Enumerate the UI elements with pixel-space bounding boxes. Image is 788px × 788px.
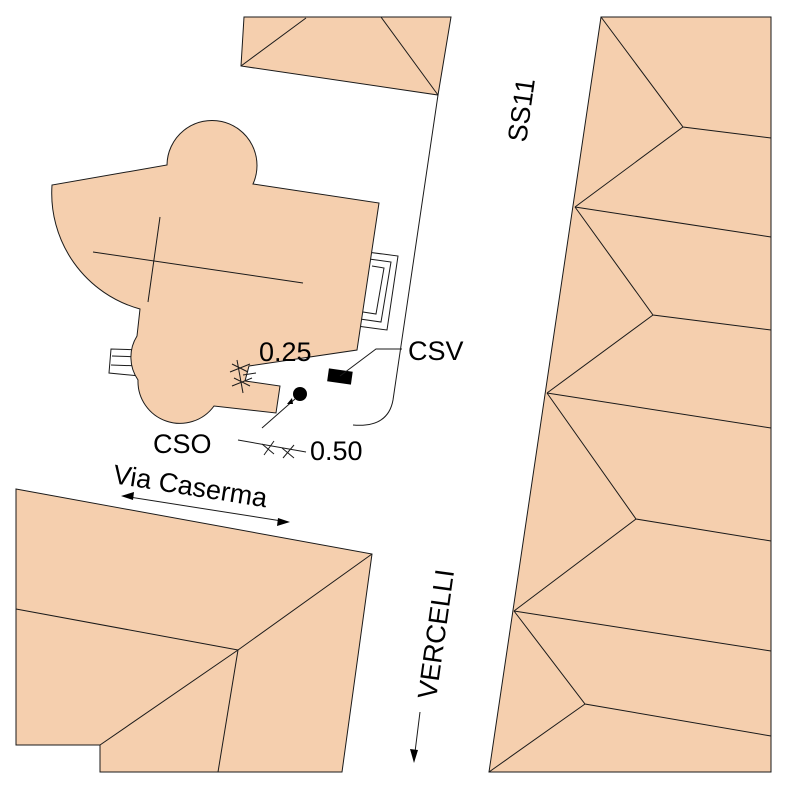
distance-label-025: 0.25 — [259, 337, 312, 367]
building-right-row — [488, 16, 772, 773]
road-label-ss11: SS11 — [502, 76, 541, 144]
cso-marker[interactable] — [261, 387, 307, 429]
road-label-vercelli: VERCELLI — [412, 567, 460, 700]
distance-indicator-050 — [237, 439, 307, 459]
via-caserma-arrow — [121, 492, 290, 526]
marker-label-cso: CSO — [153, 429, 212, 459]
building-top-center — [240, 16, 452, 96]
vercelli-arrow — [410, 711, 421, 763]
building-bottom-left — [15, 488, 373, 773]
street-label-via-caserma: Via Caserma — [111, 459, 270, 513]
church-building — [51, 119, 399, 424]
csv-marker[interactable] — [327, 348, 402, 385]
distance-indicator-025 — [229, 359, 257, 394]
distance-label-050: 0.50 — [310, 436, 363, 466]
marker-label-csv: CSV — [408, 336, 464, 366]
road-edge-line — [352, 94, 439, 426]
